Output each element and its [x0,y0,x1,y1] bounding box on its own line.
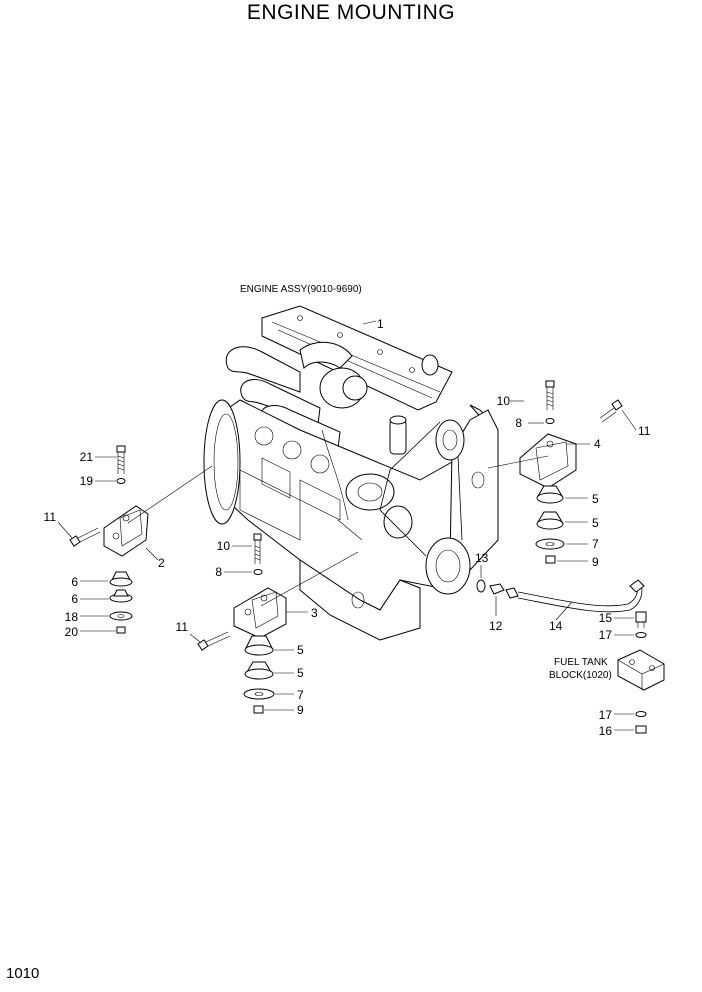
callout: 18 [65,610,79,624]
callout: 17 [599,628,613,642]
callout: 10 [217,539,231,553]
callout: 5 [297,666,304,680]
callout: 9 [592,555,599,569]
callout-numbers: 1 10 8 11 4 5 5 7 9 21 19 11 2 10 8 6 6 … [44,317,651,738]
fuel-tank-label-line1: FUEL TANK [554,657,608,668]
callout: 3 [311,606,318,620]
callout: 7 [592,537,599,551]
callout: 1 [377,317,384,331]
callout: 5 [297,643,304,657]
callout: 6 [71,592,78,606]
page-number: 1010 [6,965,40,982]
page-title: ENGINE MOUNTING [246,1,456,24]
fuel-line-group [476,579,665,734]
callout: 10 [497,394,511,408]
callout: 11 [176,620,189,634]
engine-assembly [203,305,499,641]
left-front-mount-group [69,445,149,634]
callout: 2 [158,556,165,570]
center-mount-group [197,533,287,714]
callout: 21 [80,450,94,464]
callout: 13 [475,551,489,565]
callout: 20 [65,625,79,639]
engine-assy-label: ENGINE ASSY(9010-9690) [240,284,362,295]
callout: 8 [215,565,222,579]
callout: 14 [549,619,563,633]
callout: 4 [594,437,601,451]
callout: 5 [592,492,599,506]
right-mount-group [519,380,623,564]
callout: 15 [599,611,613,625]
callout: 7 [297,688,304,702]
callout: 17 [599,708,613,722]
callout: 12 [489,619,503,633]
callout: 6 [71,575,78,589]
callout: 16 [599,724,613,738]
callout: 11 [44,510,57,524]
leader-lines [57,320,637,731]
callout: 8 [515,416,522,430]
callout: 5 [592,516,599,530]
callout: 19 [80,474,94,488]
fuel-tank-label-line2: BLOCK(1020) [549,670,612,681]
callout: 11 [638,424,651,438]
callout: 9 [297,703,304,717]
